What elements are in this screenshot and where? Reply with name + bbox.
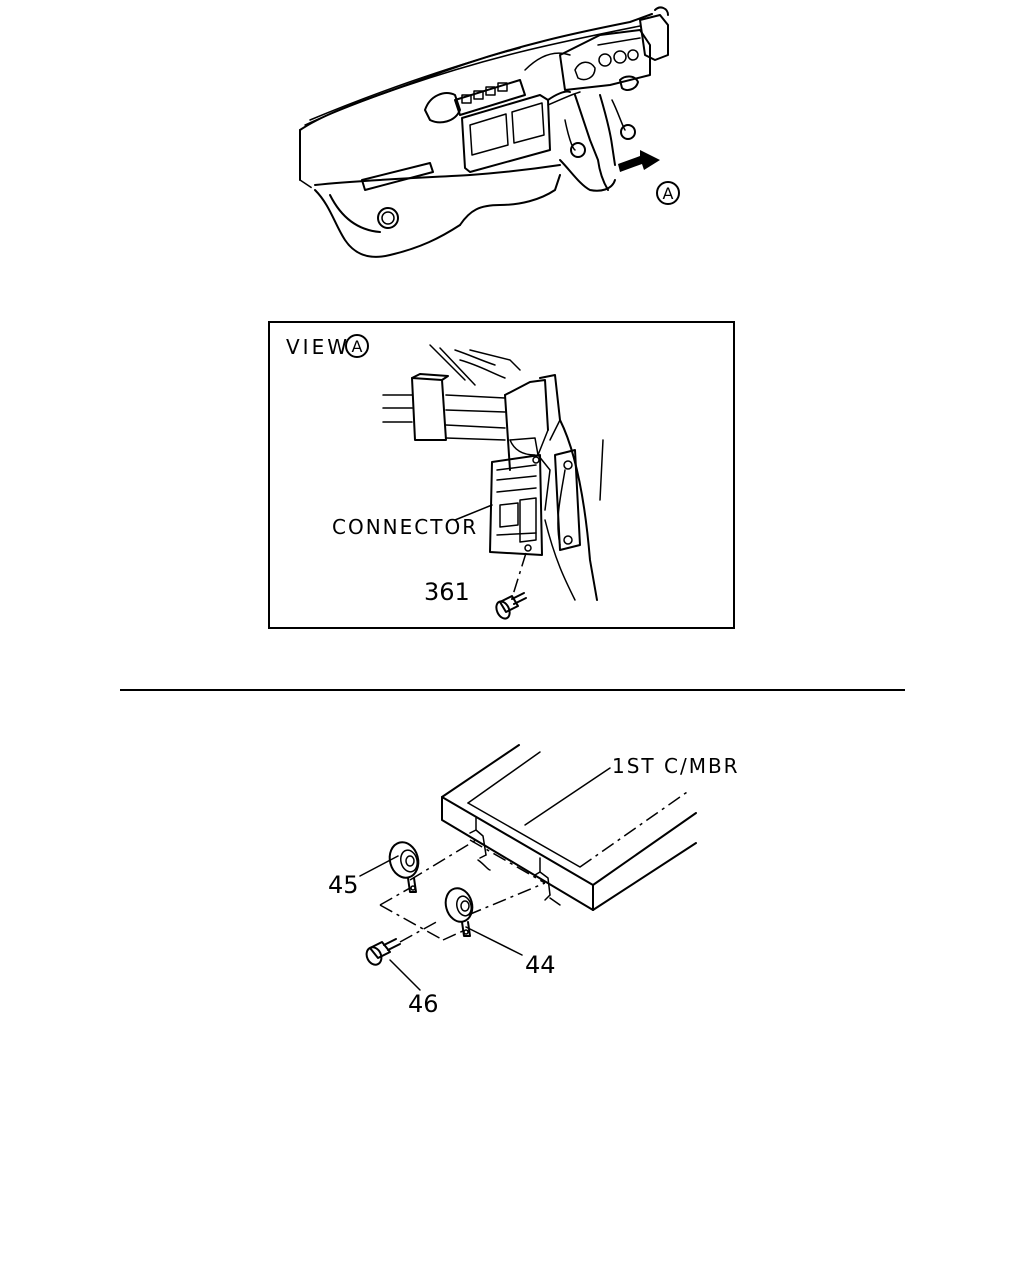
part-number-361: 361 <box>424 578 470 606</box>
view-title-circle-label: A <box>352 337 363 356</box>
connector-label: CONNECTOR <box>332 515 478 539</box>
view-a-pointer: A <box>656 181 680 205</box>
view-a-frame <box>268 321 735 629</box>
part-number-45: 45 <box>328 871 359 899</box>
part-number-46: 46 <box>408 990 439 1018</box>
part-number-44: 44 <box>525 951 556 979</box>
cross-member-illustration <box>359 744 697 991</box>
view-a-title: VIEW A <box>286 334 369 359</box>
cross-member-label: 1ST C/MBR <box>612 754 740 778</box>
dashboard-illustration <box>299 6 669 258</box>
view-title-text: VIEW <box>286 335 350 359</box>
view-a-circle-label: A <box>663 184 674 203</box>
view-a-connector-illustration <box>382 344 604 620</box>
